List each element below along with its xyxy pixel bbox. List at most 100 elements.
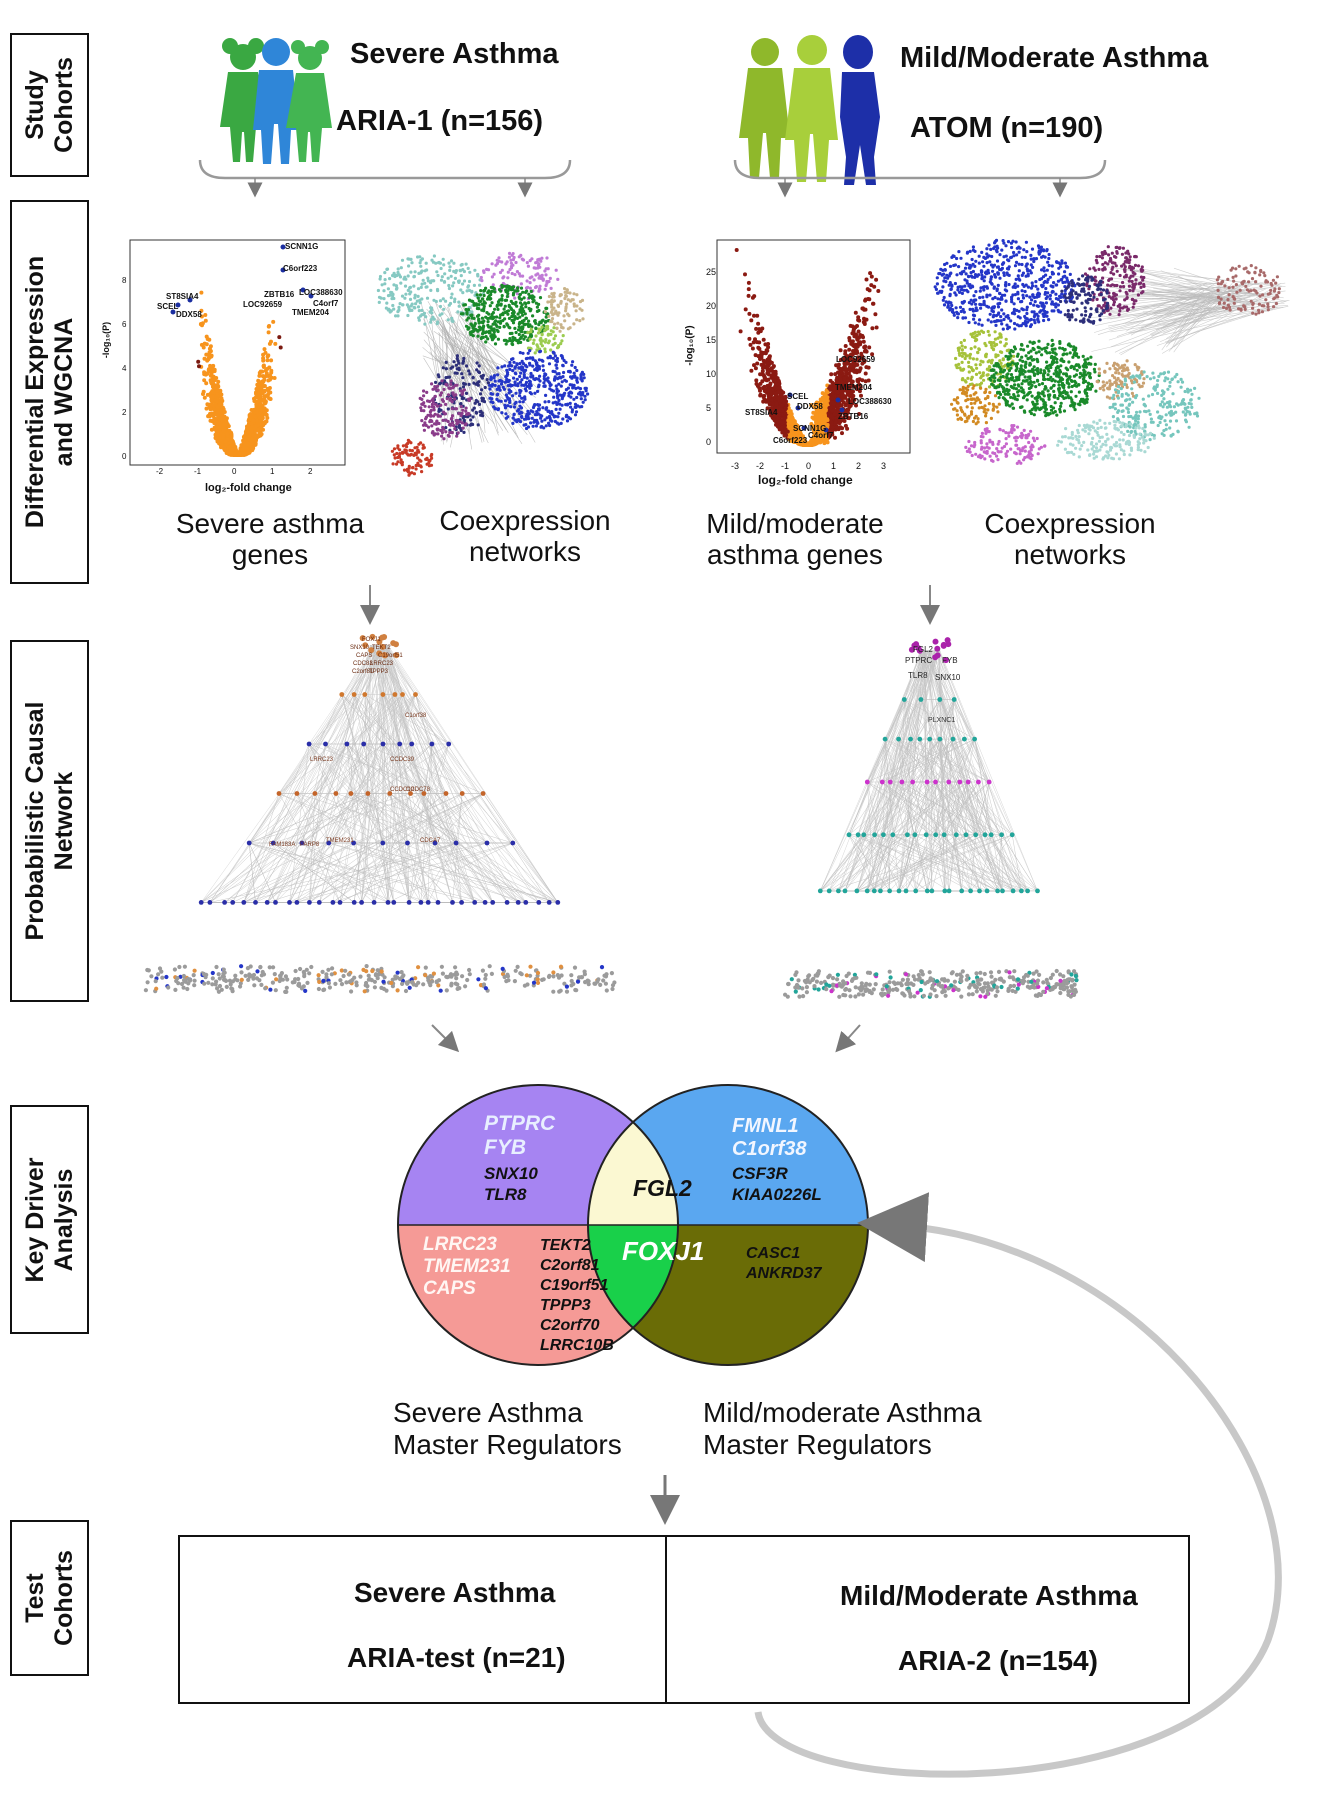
- network-node: [414, 302, 418, 306]
- network-node: [491, 311, 495, 315]
- volcano-point: [210, 403, 215, 408]
- volcano-point: [230, 447, 235, 452]
- volcano-point: [825, 398, 830, 403]
- network-node: [519, 253, 523, 257]
- volcano-point: [261, 406, 266, 411]
- volcano-point: [857, 412, 862, 416]
- network-node: [504, 338, 508, 342]
- network-node: [518, 301, 523, 305]
- network-node: [505, 294, 509, 299]
- volcano-point: [203, 318, 208, 323]
- volcano-point: [199, 322, 203, 326]
- network-node: [483, 301, 487, 305]
- volcano-point: [876, 289, 881, 293]
- volcano-point: [810, 415, 815, 420]
- volcano-point: [272, 376, 277, 380]
- highlight-gene-point: [308, 293, 314, 299]
- network-node: [432, 298, 436, 302]
- volcano-point: [842, 364, 847, 369]
- network-node: [510, 342, 515, 347]
- volcano-point: [207, 346, 212, 351]
- volcano-point: [209, 354, 214, 359]
- network-node: [494, 263, 498, 267]
- volcano-point: [210, 394, 215, 399]
- volcano-point: [202, 341, 207, 346]
- volcano-point: [756, 321, 761, 326]
- network-node: [492, 287, 496, 291]
- volcano-point: [212, 385, 217, 390]
- volcano-point: [837, 421, 842, 426]
- volcano-point: [217, 441, 222, 446]
- network-node: [534, 285, 539, 289]
- network-node: [480, 279, 484, 283]
- network-node: [385, 267, 390, 271]
- network-node: [408, 297, 413, 301]
- volcano-point: [221, 428, 226, 433]
- network-node: [498, 316, 502, 320]
- network-node: [418, 298, 422, 302]
- network-node: [417, 271, 421, 275]
- network-node: [461, 291, 465, 295]
- network-node: [472, 301, 476, 306]
- highlight-gene-point: [280, 244, 286, 250]
- network-node: [461, 312, 465, 316]
- volcano-point: [215, 412, 220, 417]
- network-node: [541, 277, 545, 281]
- network-node: [473, 322, 477, 326]
- network-node: [540, 256, 544, 260]
- network-node: [497, 288, 502, 292]
- volcano-point: [210, 389, 215, 394]
- volcano-point: [217, 402, 222, 407]
- network-node: [486, 320, 490, 324]
- volcano-point: [268, 373, 272, 378]
- network-node: [488, 316, 492, 320]
- network-node: [504, 284, 508, 288]
- network-node: [429, 318, 433, 322]
- volcano-point: [219, 408, 223, 413]
- volcano-point: [244, 446, 249, 450]
- network-node: [538, 287, 542, 291]
- network-node: [449, 296, 453, 300]
- network-node: [440, 275, 444, 279]
- network-node: [545, 256, 549, 260]
- volcano-point: [246, 437, 251, 442]
- network-node: [484, 340, 488, 344]
- volcano-point: [779, 403, 784, 408]
- volcano-point: [830, 391, 835, 396]
- network-node: [461, 282, 465, 286]
- network-node: [496, 337, 500, 341]
- network-node: [507, 287, 512, 291]
- network-node: [519, 286, 524, 290]
- network-node: [446, 318, 450, 322]
- volcano-point: [246, 429, 251, 434]
- volcano-point: [212, 369, 217, 374]
- network-node: [534, 321, 538, 325]
- volcano-point: [261, 358, 266, 363]
- network-node: [527, 306, 531, 311]
- network-node: [493, 342, 498, 346]
- network-node: [446, 276, 450, 280]
- network-node: [472, 283, 476, 287]
- network-node: [390, 297, 394, 301]
- volcano-point: [786, 421, 791, 426]
- network-node: [498, 321, 503, 325]
- network-node: [432, 279, 436, 283]
- network-node: [426, 276, 430, 280]
- network-node: [513, 326, 517, 330]
- volcano-point: [254, 418, 259, 423]
- volcano-point: [278, 345, 283, 350]
- volcano-point: [772, 391, 777, 396]
- network-node: [399, 266, 403, 270]
- highlight-gene-point: [835, 397, 841, 403]
- network-node: [432, 254, 436, 258]
- volcano-point: [771, 365, 776, 369]
- network-node: [421, 278, 425, 282]
- network-node: [377, 300, 381, 304]
- volcano-point: [848, 368, 852, 373]
- volcano-point: [251, 407, 256, 412]
- volcano-point: [199, 290, 204, 295]
- network-node: [403, 296, 407, 300]
- volcano-point: [829, 420, 834, 425]
- volcano-point: [222, 447, 227, 452]
- network-node: [448, 268, 452, 272]
